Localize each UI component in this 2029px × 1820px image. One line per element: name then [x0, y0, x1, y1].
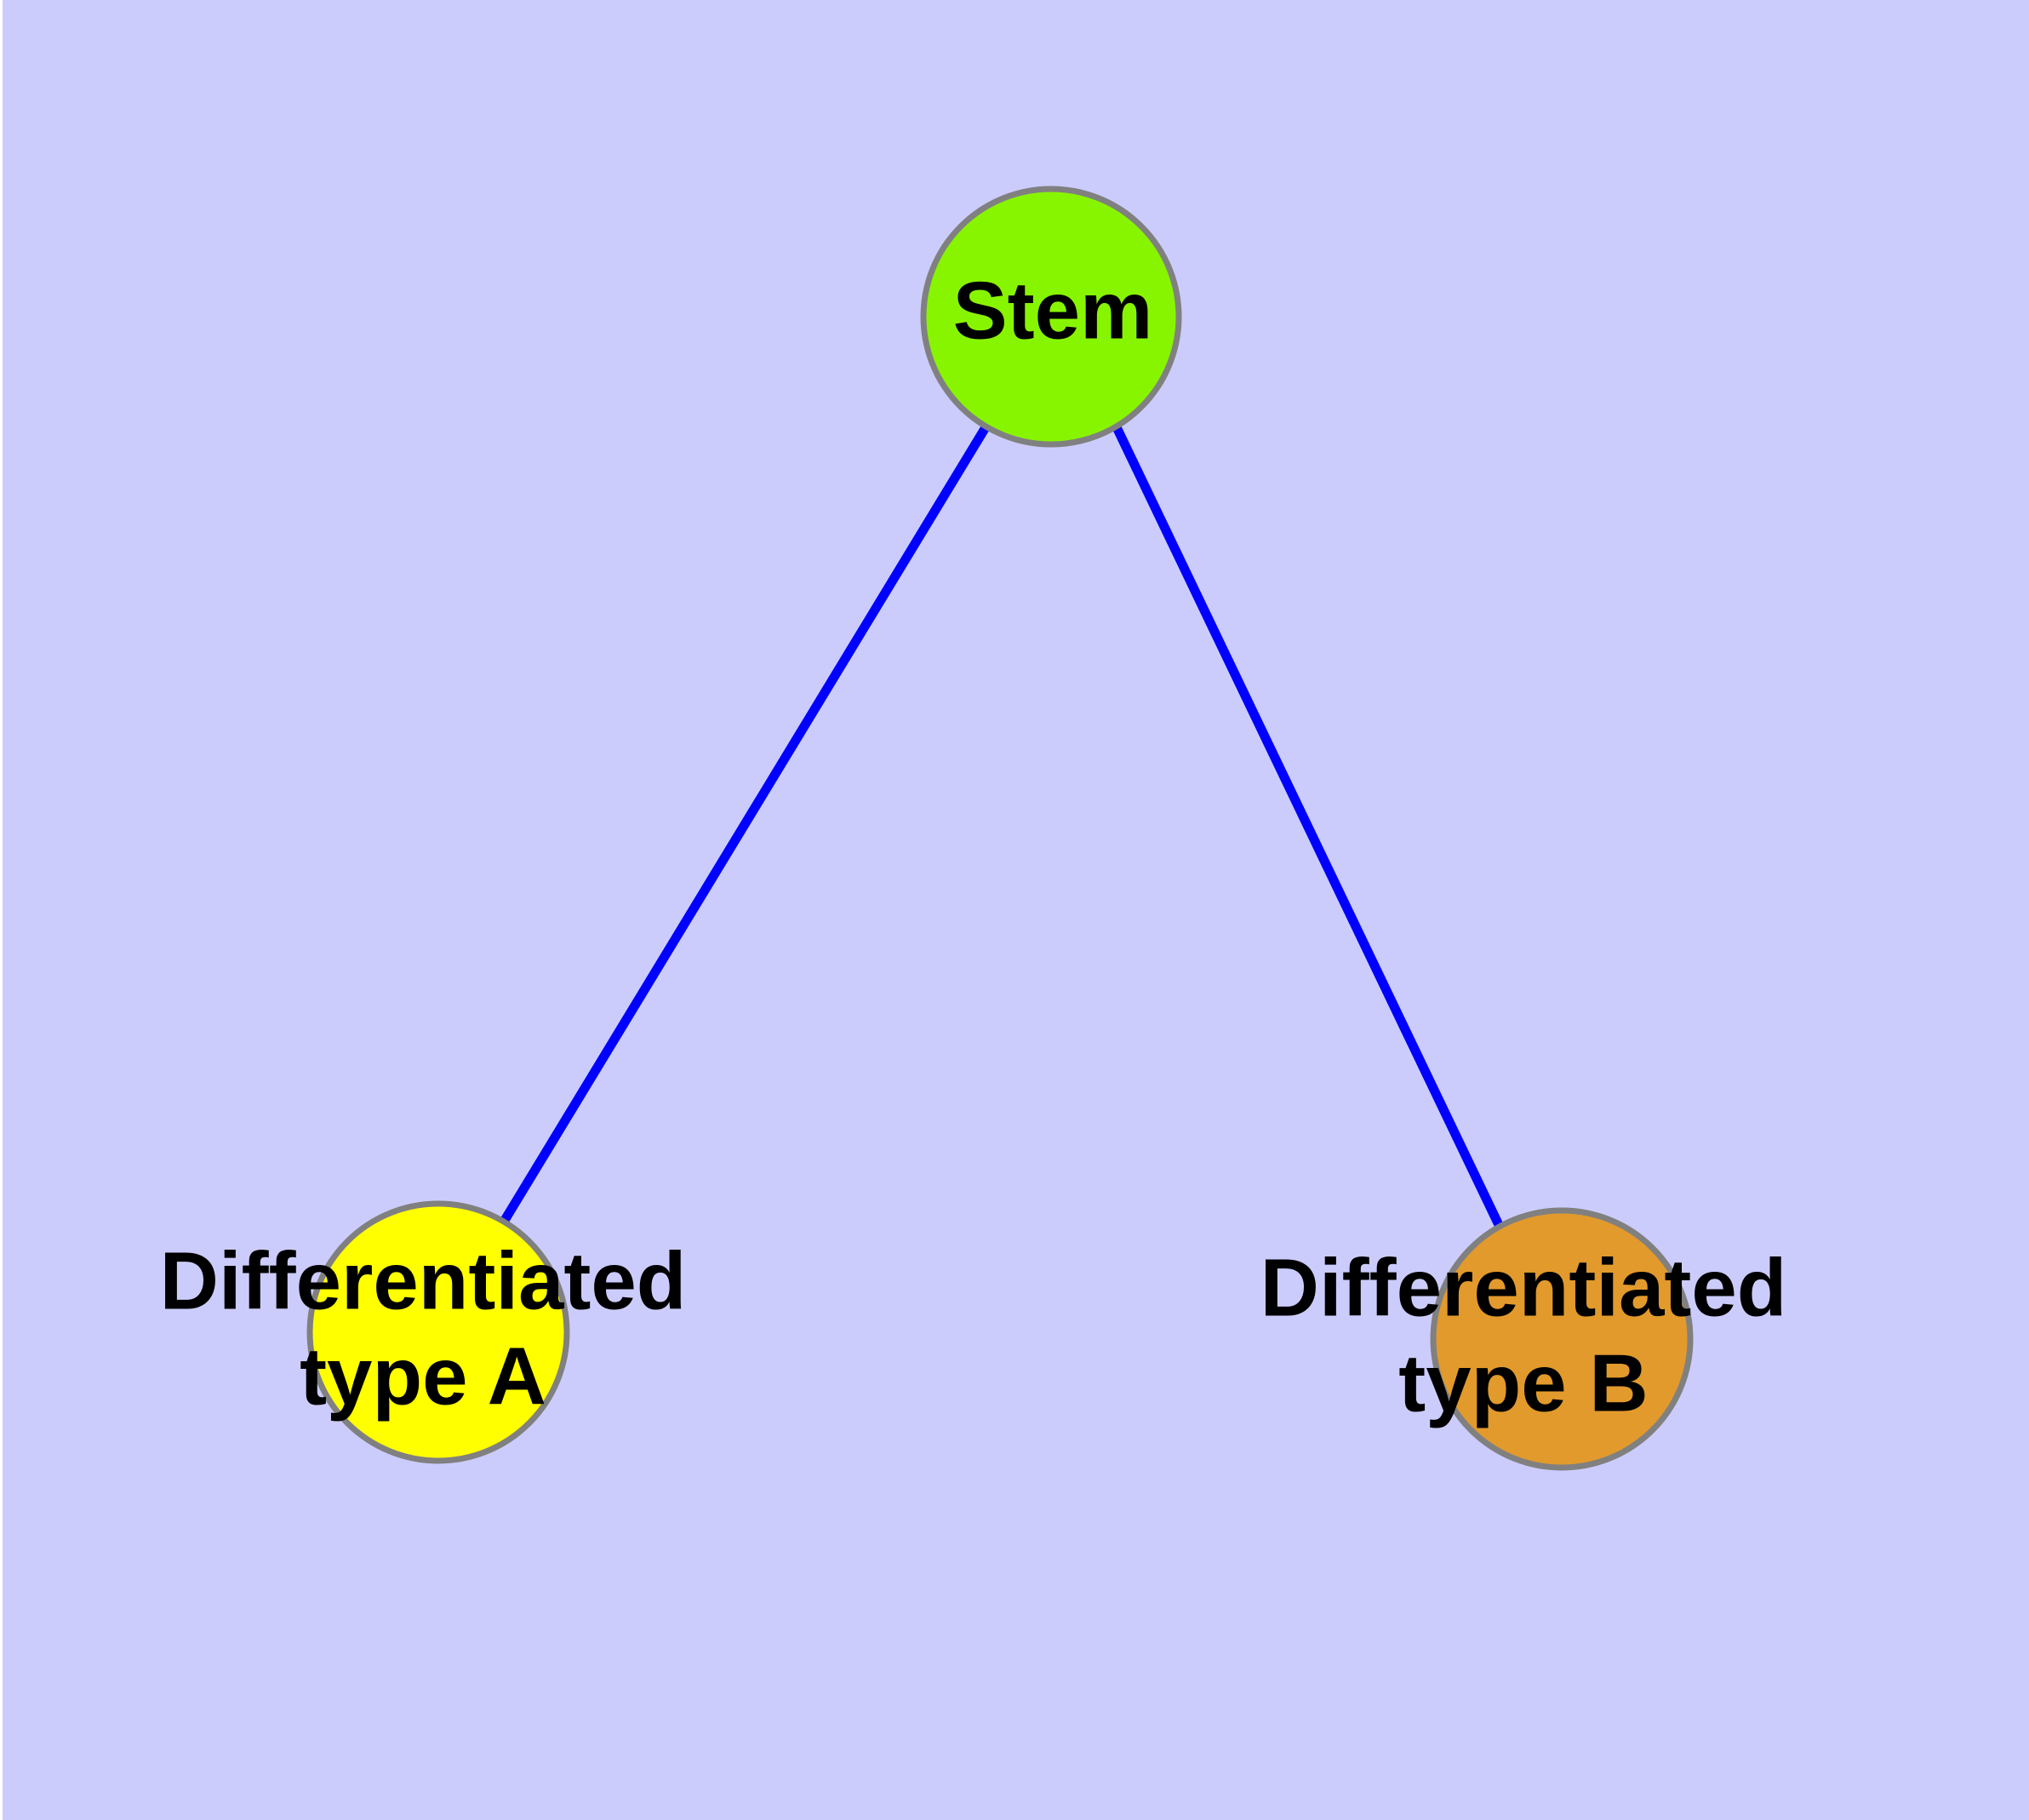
node-diff_b[interactable]	[1430, 1207, 1694, 1471]
node-stem[interactable]	[920, 186, 1182, 448]
node-circle-diff_a[interactable]	[306, 1200, 570, 1464]
node-circle-diff_b[interactable]	[1430, 1207, 1694, 1471]
edge-stem-to-diff-a	[500, 425, 990, 1224]
node-circle-stem[interactable]	[920, 186, 1182, 448]
edges-layer	[500, 425, 1504, 1229]
node-diff_a[interactable]	[306, 1200, 570, 1464]
edge-stem-to-diff-b	[1112, 425, 1504, 1229]
